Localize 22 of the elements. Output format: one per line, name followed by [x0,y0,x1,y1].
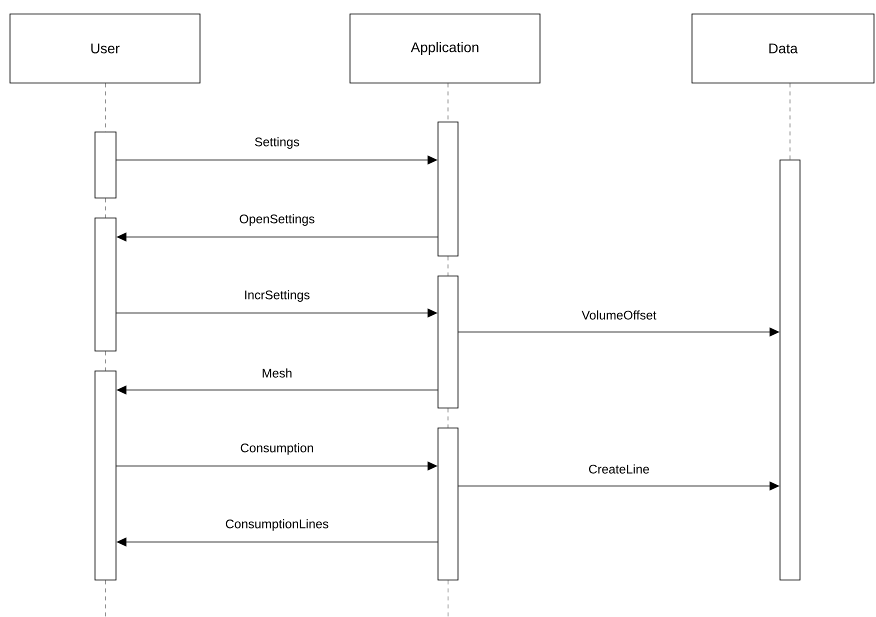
activation-bar [438,276,458,408]
lifeline [105,580,106,617]
lifeline [105,198,106,218]
lifeline [105,351,106,371]
activation-bar [780,160,800,580]
activation-bar [94,370,116,580]
participant-box: Data [692,14,874,84]
message-label: VolumeOffset [580,309,658,321]
message-label: ConsumptionLines [224,518,330,532]
message-label: OpenSettings [238,213,316,227]
participant-box: User [10,14,200,84]
message-label: Mesh [260,367,294,379]
activation-bar [94,218,116,352]
message-label: Settings [253,136,301,150]
lifeline [105,83,106,132]
activation-bar [438,122,458,256]
participant-box: Application [350,14,540,84]
message-label: IncrSettings [243,289,311,303]
activation-bar [94,132,116,198]
activation-bar [438,428,458,580]
message-label: Consumption [239,442,315,456]
message-label: CreateLine [587,463,651,475]
